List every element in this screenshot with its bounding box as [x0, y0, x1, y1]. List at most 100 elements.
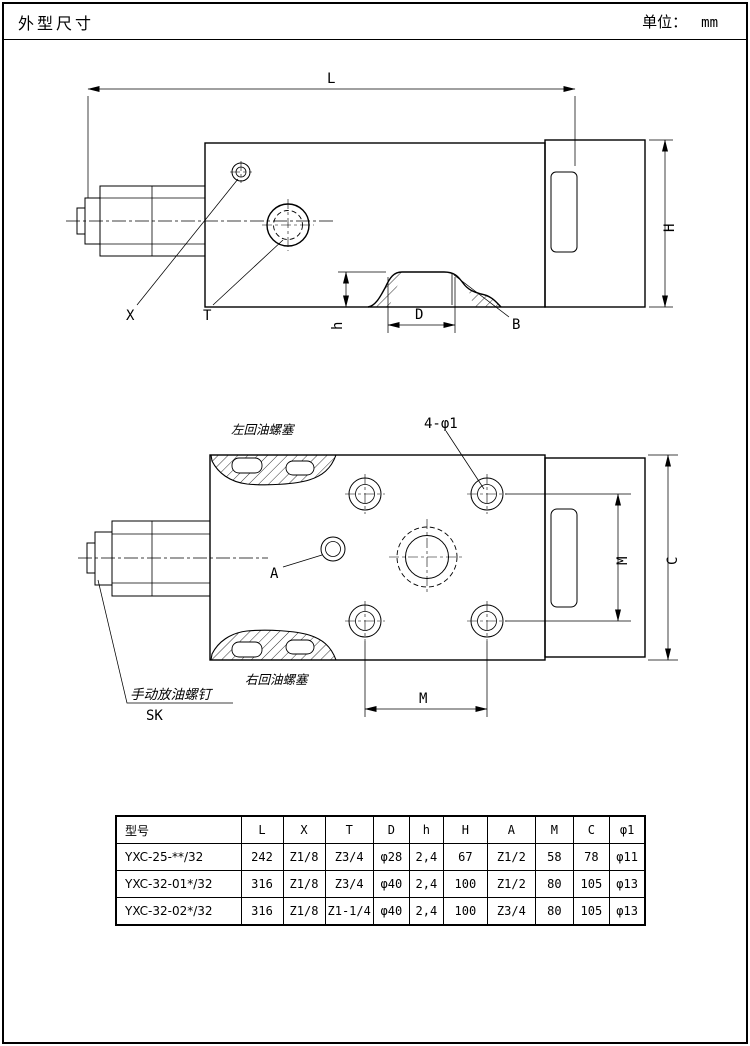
dimension-L: L — [87, 71, 576, 198]
cell: 80 — [534, 897, 574, 926]
note-sk: SK — [146, 708, 163, 724]
dim-label-L: L — [327, 71, 335, 87]
cell: Z1/8 — [282, 843, 326, 871]
cell-model: YXC-32-01*/32 — [115, 870, 242, 898]
header-h: h — [408, 815, 444, 844]
adjust-screw — [66, 185, 335, 257]
cell: 67 — [442, 843, 488, 871]
body-outline-top — [209, 454, 546, 661]
cell: 242 — [240, 843, 284, 871]
cell: Z1/2 — [486, 843, 536, 871]
cell-model: YXC-32-02*/32 — [115, 897, 242, 926]
header-divider — [4, 39, 746, 40]
cell: 100 — [442, 870, 488, 898]
mounting-hole-bottom-left — [345, 601, 385, 641]
label-A: A — [270, 566, 279, 582]
header-C: C — [572, 815, 610, 844]
unit-value: mm — [701, 15, 718, 31]
dimension-C: C — [648, 454, 681, 661]
unit-note: 单位： mm — [642, 11, 718, 32]
title-bar: 外型尺寸 单位： mm — [0, 8, 750, 38]
dim-label-D: D — [415, 307, 423, 323]
dim-label-h: h — [330, 322, 346, 330]
label-B: B — [512, 317, 520, 333]
cell: 105 — [572, 897, 610, 926]
cell: 80 — [534, 870, 574, 898]
header-D: D — [372, 815, 410, 844]
port-T — [262, 199, 314, 251]
left-return-boss — [210, 454, 337, 486]
note-right-return-plug: 右回油螺塞 — [245, 672, 309, 687]
cell: φ40 — [372, 870, 410, 898]
dim-label-M-right: M — [615, 557, 631, 565]
cell: 316 — [240, 870, 284, 898]
leader-B: B — [453, 274, 520, 333]
header-L: L — [240, 815, 284, 844]
central-bore — [389, 519, 465, 595]
valve-body-outline — [204, 142, 546, 308]
cell: 78 — [572, 843, 610, 871]
right-return-boss — [210, 629, 337, 661]
vent-hole — [230, 161, 252, 183]
cell-model: YXC-25-**/32 — [115, 843, 242, 871]
cell: φ13 — [608, 870, 646, 898]
cell: φ11 — [608, 843, 646, 871]
header-A: A — [486, 815, 536, 844]
cell: Z1/2 — [486, 870, 536, 898]
cell: Z1-1/4 — [324, 897, 374, 926]
cell: Z1/8 — [282, 897, 326, 926]
cell: φ40 — [372, 897, 410, 926]
bottom-boss — [367, 271, 502, 308]
cell: Z3/4 — [324, 870, 374, 898]
label-T: T — [203, 308, 212, 324]
port-A: A — [270, 536, 346, 582]
header-phi1: φ1 — [608, 815, 646, 844]
header-M: M — [534, 815, 574, 844]
mounting-hole-top-right — [467, 474, 507, 514]
table-row: YXC-25-**/32 242 Z1/8 Z3/4 φ28 2,4 67 Z1… — [115, 843, 646, 871]
note-manual-drain-screw: 手动放油螺钉 — [130, 687, 213, 703]
mounting-hole-bottom-right — [467, 601, 507, 641]
dimension-table: 型号 L X T D h H A M C φ1 YXC-25-**/32 242… — [115, 815, 647, 926]
header-model: 型号 — [115, 815, 242, 844]
page-title: 外型尺寸 — [18, 14, 95, 33]
table-header-row: 型号 L X T D h H A M C φ1 — [115, 815, 646, 844]
side-view: L H D h — [66, 71, 678, 333]
note-left-return-plug: 左回油螺塞 — [231, 422, 295, 437]
header-X: X — [282, 815, 326, 844]
label-X: X — [126, 308, 135, 324]
cell: Z3/4 — [324, 843, 374, 871]
cell: 105 — [572, 870, 610, 898]
cell: φ13 — [608, 897, 646, 926]
cell: φ28 — [372, 843, 410, 871]
header-H: H — [442, 815, 488, 844]
leader-T: T — [203, 239, 284, 324]
cell: Z1/8 — [282, 870, 326, 898]
label-4-phi1: 4-φ1 — [424, 416, 458, 432]
callout-holes: 4-φ1 — [424, 416, 485, 490]
dimension-M-bottom: M — [364, 641, 488, 717]
drawing-canvas: L H D h — [66, 71, 681, 724]
cell: 58 — [534, 843, 574, 871]
port-face-top — [550, 508, 578, 608]
header-T: T — [324, 815, 374, 844]
cell: 2,4 — [408, 843, 444, 871]
mounting-hole-top-left — [345, 474, 385, 514]
unit-label: 单位： — [642, 13, 688, 31]
cell: Z3/4 — [486, 897, 536, 926]
dimension-M-right: M — [505, 493, 631, 622]
cell: 2,4 — [408, 897, 444, 926]
dimension-D: D — [387, 277, 456, 333]
cell: 2,4 — [408, 870, 444, 898]
port-face — [550, 171, 578, 253]
table-row: YXC-32-01*/32 316 Z1/8 Z3/4 φ40 2,4 100 … — [115, 870, 646, 898]
mount-block-outline — [544, 139, 646, 308]
drain-plug — [78, 520, 268, 597]
mount-block-top — [544, 457, 646, 658]
drain-screw-callout: 手动放油螺钉 SK — [97, 579, 233, 724]
dim-label-C: C — [665, 557, 681, 565]
dim-label-H: H — [662, 224, 678, 232]
cell: 316 — [240, 897, 284, 926]
dimension-h: h — [330, 271, 386, 330]
